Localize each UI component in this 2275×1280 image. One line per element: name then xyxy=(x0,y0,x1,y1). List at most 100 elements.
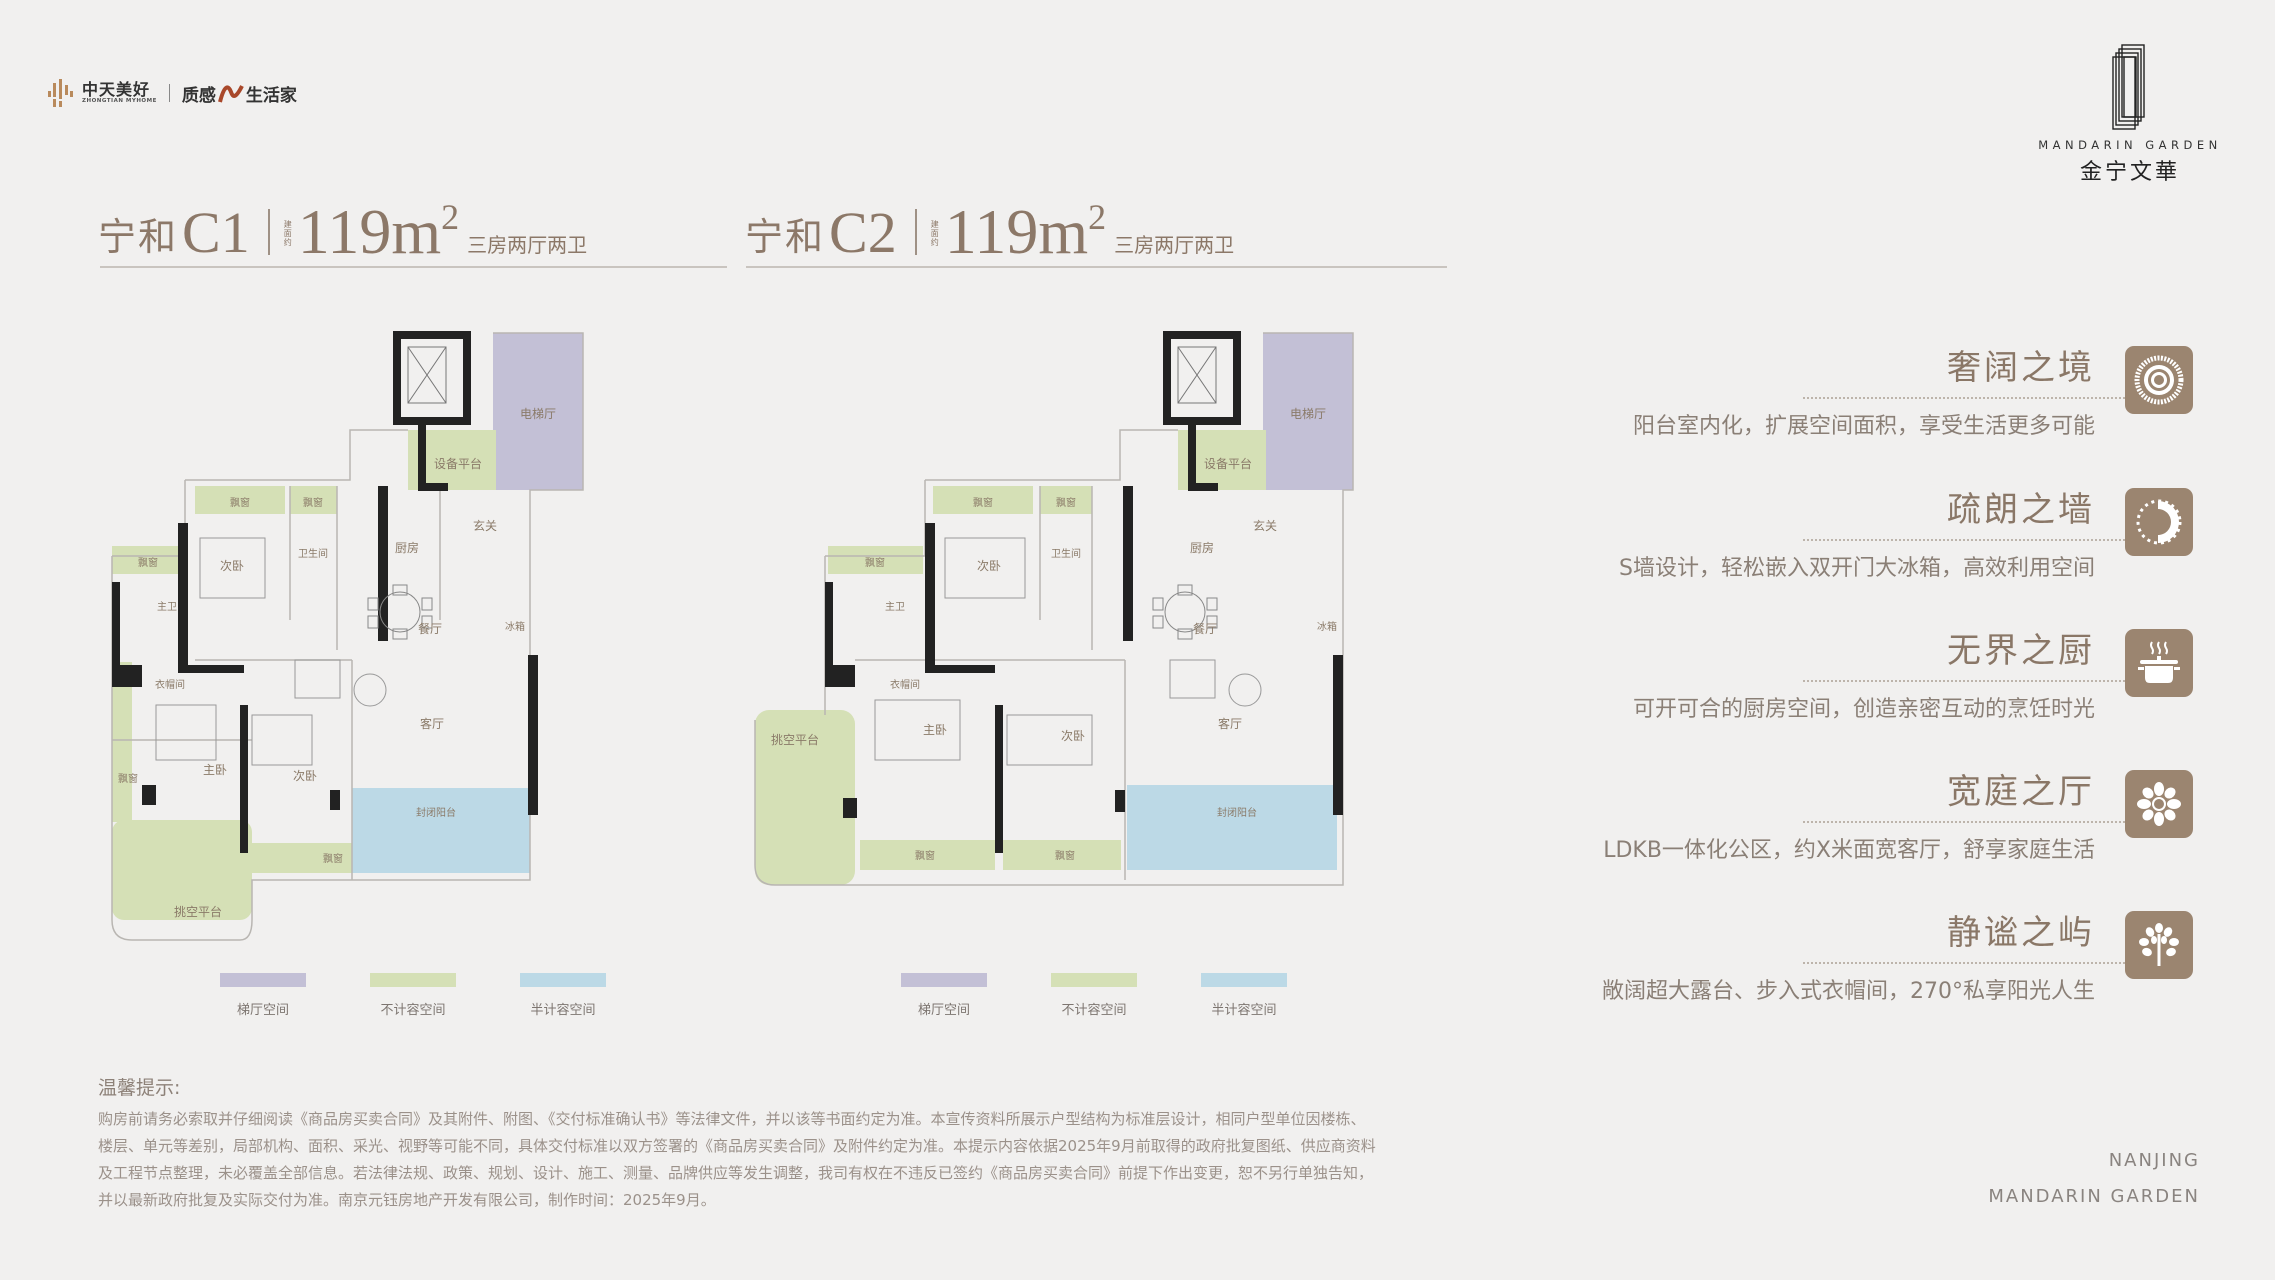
feature-item: 宽庭之厅 LDKB一体化公区，约X米面宽客厅，舒享家庭生活 xyxy=(1275,764,2275,864)
feature-title: 无界之厨 xyxy=(1947,631,2095,671)
feature-title: 静谧之屿 xyxy=(1947,913,2095,953)
unit-c1-header: 宁和 C1 建面约 119m 2 三房两厅两卫 xyxy=(98,190,588,267)
bed-icon xyxy=(251,714,313,766)
label-bay-window: 飘窗 xyxy=(973,496,993,509)
feature-desc: S墙设计，轻松嵌入双开门大冰箱，高效利用空间 xyxy=(1619,556,2095,581)
label-cantilever-terrace: 挑空平台 xyxy=(174,904,222,919)
feature-rule xyxy=(1803,680,2165,682)
zone-elevator-hall xyxy=(493,333,583,490)
dining-table-icon xyxy=(1152,584,1218,640)
area-note: 建面约 xyxy=(283,219,292,247)
legend-item: 不计容空间 xyxy=(338,973,488,1018)
legend-c1: 梯厅空间 不计容空间 半计容空间 xyxy=(188,973,638,1018)
feature-rule xyxy=(1803,397,2165,399)
label-dining: 餐厅 xyxy=(418,621,442,636)
label-foyer: 玄关 xyxy=(1253,518,1277,533)
legend-item: 梯厅空间 xyxy=(869,973,1019,1018)
zone-elevator-hall xyxy=(1263,333,1353,490)
label-walk-in-closet: 衣帽间 xyxy=(890,678,920,691)
legend-label: 半计容空间 xyxy=(530,1003,596,1018)
zone-bay-window xyxy=(112,546,187,574)
label-living: 客厅 xyxy=(420,716,444,731)
label-equipment-platform: 设备平台 xyxy=(1204,456,1252,471)
developer-name-cn: 中天美好 xyxy=(82,79,151,99)
unit-layout: 三房两厅两卫 xyxy=(467,233,588,257)
label-enclosed-balcony: 封闭阳台 xyxy=(416,806,456,819)
feature-rule xyxy=(1803,821,2165,823)
cooking-pot-icon xyxy=(2125,629,2193,697)
legend-label: 梯厅空间 xyxy=(236,1003,289,1018)
legend-swatch-half xyxy=(1201,973,1287,987)
swoosh-icon xyxy=(217,85,244,103)
unit-area-sup: 2 xyxy=(1088,197,1107,237)
label-second-bedroom: 次卧 xyxy=(1061,729,1085,743)
unit-layout: 三房两厅两卫 xyxy=(1114,233,1235,257)
legend-label: 不计容空间 xyxy=(380,1003,446,1018)
label-bay-window: 飘窗 xyxy=(915,849,935,862)
label-living: 客厅 xyxy=(1218,716,1242,731)
footer-city: NANJING xyxy=(2108,1150,2200,1171)
zone-bay-window xyxy=(112,662,132,822)
legend-swatch-stair-hall xyxy=(901,973,987,987)
zone-cantilever-terrace xyxy=(755,710,855,885)
label-bay-window: 飘窗 xyxy=(303,496,323,509)
area-note: 建面约 xyxy=(930,219,939,247)
unit-area: 119m xyxy=(297,196,442,267)
sofa-icon xyxy=(1169,659,1216,699)
legend-swatch-excluded xyxy=(1051,973,1137,987)
feature-title: 宽庭之厅 xyxy=(1947,772,2095,812)
zone-bay-window xyxy=(1003,840,1121,870)
feature-title: 奢阔之境 xyxy=(1947,348,2095,388)
unit-code: C1 xyxy=(182,200,250,265)
legend-swatch-excluded xyxy=(370,973,456,987)
label-second-bedroom: 次卧 xyxy=(977,559,1001,573)
label-bay-window: 飘窗 xyxy=(1056,496,1076,509)
disclaimer-line: 楼层、单元等差别，局部机构、面积、采光、视野等可能不同，具体交付标准以双方签署的… xyxy=(98,1137,1376,1155)
disclaimer-line: 购房前请务必索取并仔细阅读《商品房买卖合同》及其附件、附图、《交付标准确认书》等… xyxy=(98,1110,1366,1128)
brand-slogan: 质感 生活家 xyxy=(182,81,297,106)
bed-icon xyxy=(944,537,1026,599)
legend-label: 梯厅空间 xyxy=(917,1003,970,1018)
legend-c2: 梯厅空间 不计容空间 半计容空间 xyxy=(869,973,1319,1018)
flower-icon xyxy=(2125,770,2193,838)
feature-rule xyxy=(1803,962,2165,964)
label-cantilever-terrace: 挑空平台 xyxy=(771,732,819,747)
project-logo: MANDARIN GARDEN 金宁文華 xyxy=(2010,44,2250,186)
feature-item: 奢阔之境 阳台室内化，扩展空间面积，享受生活更多可能 xyxy=(1275,340,2275,440)
disclaimer-line: 并以最新政府批复及实际交付为准。南京元钰房地产开发有限公司，制作时间：2025年… xyxy=(98,1191,716,1209)
label-bay-window: 飘窗 xyxy=(323,852,343,865)
label-bay-window: 飘窗 xyxy=(138,556,158,569)
zone-bay-window xyxy=(252,843,352,873)
label-elevator-hall: 电梯厅 xyxy=(520,407,556,421)
label-master-bath: 主卫 xyxy=(157,601,177,613)
footer-project: NANJING MANDARIN GARDEN xyxy=(1988,1143,2200,1215)
label-bathroom: 卫生间 xyxy=(1051,547,1081,560)
label-dining: 餐厅 xyxy=(1193,621,1217,636)
label-bay-window: 飘窗 xyxy=(118,772,138,785)
label-kitchen: 厨房 xyxy=(395,540,419,555)
feature-item: 静谧之屿 敞阔超大露台、步入式衣帽间，270°私享阳光人生 xyxy=(1275,905,2275,1005)
dining-table-icon xyxy=(367,584,433,640)
zone-enclosed-balcony xyxy=(1127,785,1337,870)
zone-enclosed-balcony xyxy=(352,788,530,873)
label-master-bedroom: 主卧 xyxy=(203,763,227,777)
disclaimer: 温馨提示: 购房前请务必索取并仔细阅读《商品房买卖合同》及其附件、附图、《交付标… xyxy=(98,1073,1478,1214)
zone-bay-window xyxy=(828,546,923,574)
project-name-cn: 金宁文華 xyxy=(2079,160,2180,185)
legend-item: 不计容空间 xyxy=(1019,973,1169,1018)
unit-name: 宁和 xyxy=(745,215,826,259)
feature-desc: 敞阔超大露台、步入式衣帽间，270°私享阳光人生 xyxy=(1602,979,2095,1004)
label-fridge: 冰箱 xyxy=(1317,620,1337,633)
label-bay-window: 飘窗 xyxy=(230,496,250,509)
brand-divider xyxy=(168,84,170,102)
bed-icon xyxy=(874,699,961,761)
floor-plan-c1: 电梯厅 设备平台 飘窗 飘窗 飘窗 次卧 卫生间 主卫 厨房 玄关 餐厅 冰箱 … xyxy=(111,331,584,941)
legend-swatch-stair-hall xyxy=(220,973,306,987)
label-fridge: 冰箱 xyxy=(505,620,525,633)
unit-code: C2 xyxy=(829,200,897,265)
feature-title: 疏朗之墙 xyxy=(1947,490,2095,530)
crescent-icon xyxy=(2125,488,2193,556)
label-enclosed-balcony: 封闭阳台 xyxy=(1217,806,1257,819)
unit-name: 宁和 xyxy=(98,215,179,259)
unit-c2-header: 宁和 C2 建面约 119m 2 三房两厅两卫 xyxy=(745,190,1235,265)
